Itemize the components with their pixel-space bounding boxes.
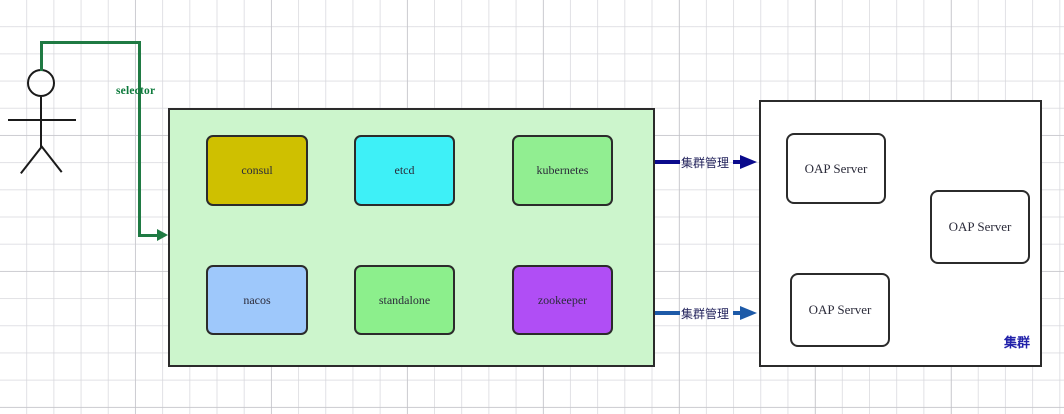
oap-server-node-1[interactable]: OAP Server xyxy=(786,133,886,204)
actor-body-line xyxy=(40,97,42,147)
connection-arrowhead-icon xyxy=(740,306,757,320)
selector-line-vertical-left xyxy=(40,41,43,71)
service-node-label: standalone xyxy=(378,292,431,307)
selector-line-vertical-right xyxy=(138,41,141,237)
oap-server-label: OAP Server xyxy=(808,302,872,317)
actor-right-leg-line xyxy=(40,144,63,173)
service-node-nacos[interactable]: nacos xyxy=(206,265,308,335)
service-node-label: kubernetes xyxy=(536,163,589,177)
selector-label: selector xyxy=(116,85,156,97)
oap-server-node-3[interactable]: OAP Server xyxy=(790,273,890,347)
service-node-label: nacos xyxy=(243,292,271,307)
actor-left-leg-line xyxy=(20,146,43,175)
oap-server-node-2[interactable]: OAP Server xyxy=(930,190,1030,264)
service-node-consul[interactable]: consul xyxy=(206,135,308,206)
service-node-standalone[interactable]: standalone xyxy=(354,265,455,335)
connection-arrowhead-icon xyxy=(740,155,757,169)
cluster-group-label: 集群 xyxy=(1004,336,1031,351)
service-node-etcd[interactable]: etcd xyxy=(354,135,455,206)
connection-line-tail xyxy=(733,160,741,164)
oap-server-label: OAP Server xyxy=(804,160,868,176)
connection-line xyxy=(655,160,680,164)
oap-server-label: OAP Server xyxy=(948,219,1012,234)
selector-line-horizontal-bottom xyxy=(138,234,159,237)
connection-line xyxy=(655,311,680,315)
connection-line-tail xyxy=(733,311,741,315)
actor-head-icon xyxy=(27,69,55,97)
service-node-label: etcd xyxy=(394,163,415,177)
service-node-label: consul xyxy=(241,163,273,177)
service-node-label: zookeeper xyxy=(537,292,588,307)
service-node-kubernetes[interactable]: kubernetes xyxy=(512,135,613,206)
selector-line-horizontal-top xyxy=(40,41,141,44)
connection-label: 集群管理 xyxy=(681,156,730,170)
selector-arrowhead-icon xyxy=(157,229,168,241)
connection-label: 集群管理 xyxy=(681,307,730,321)
actor-arms-line xyxy=(8,119,76,121)
service-node-zookeeper[interactable]: zookeeper xyxy=(512,265,613,335)
